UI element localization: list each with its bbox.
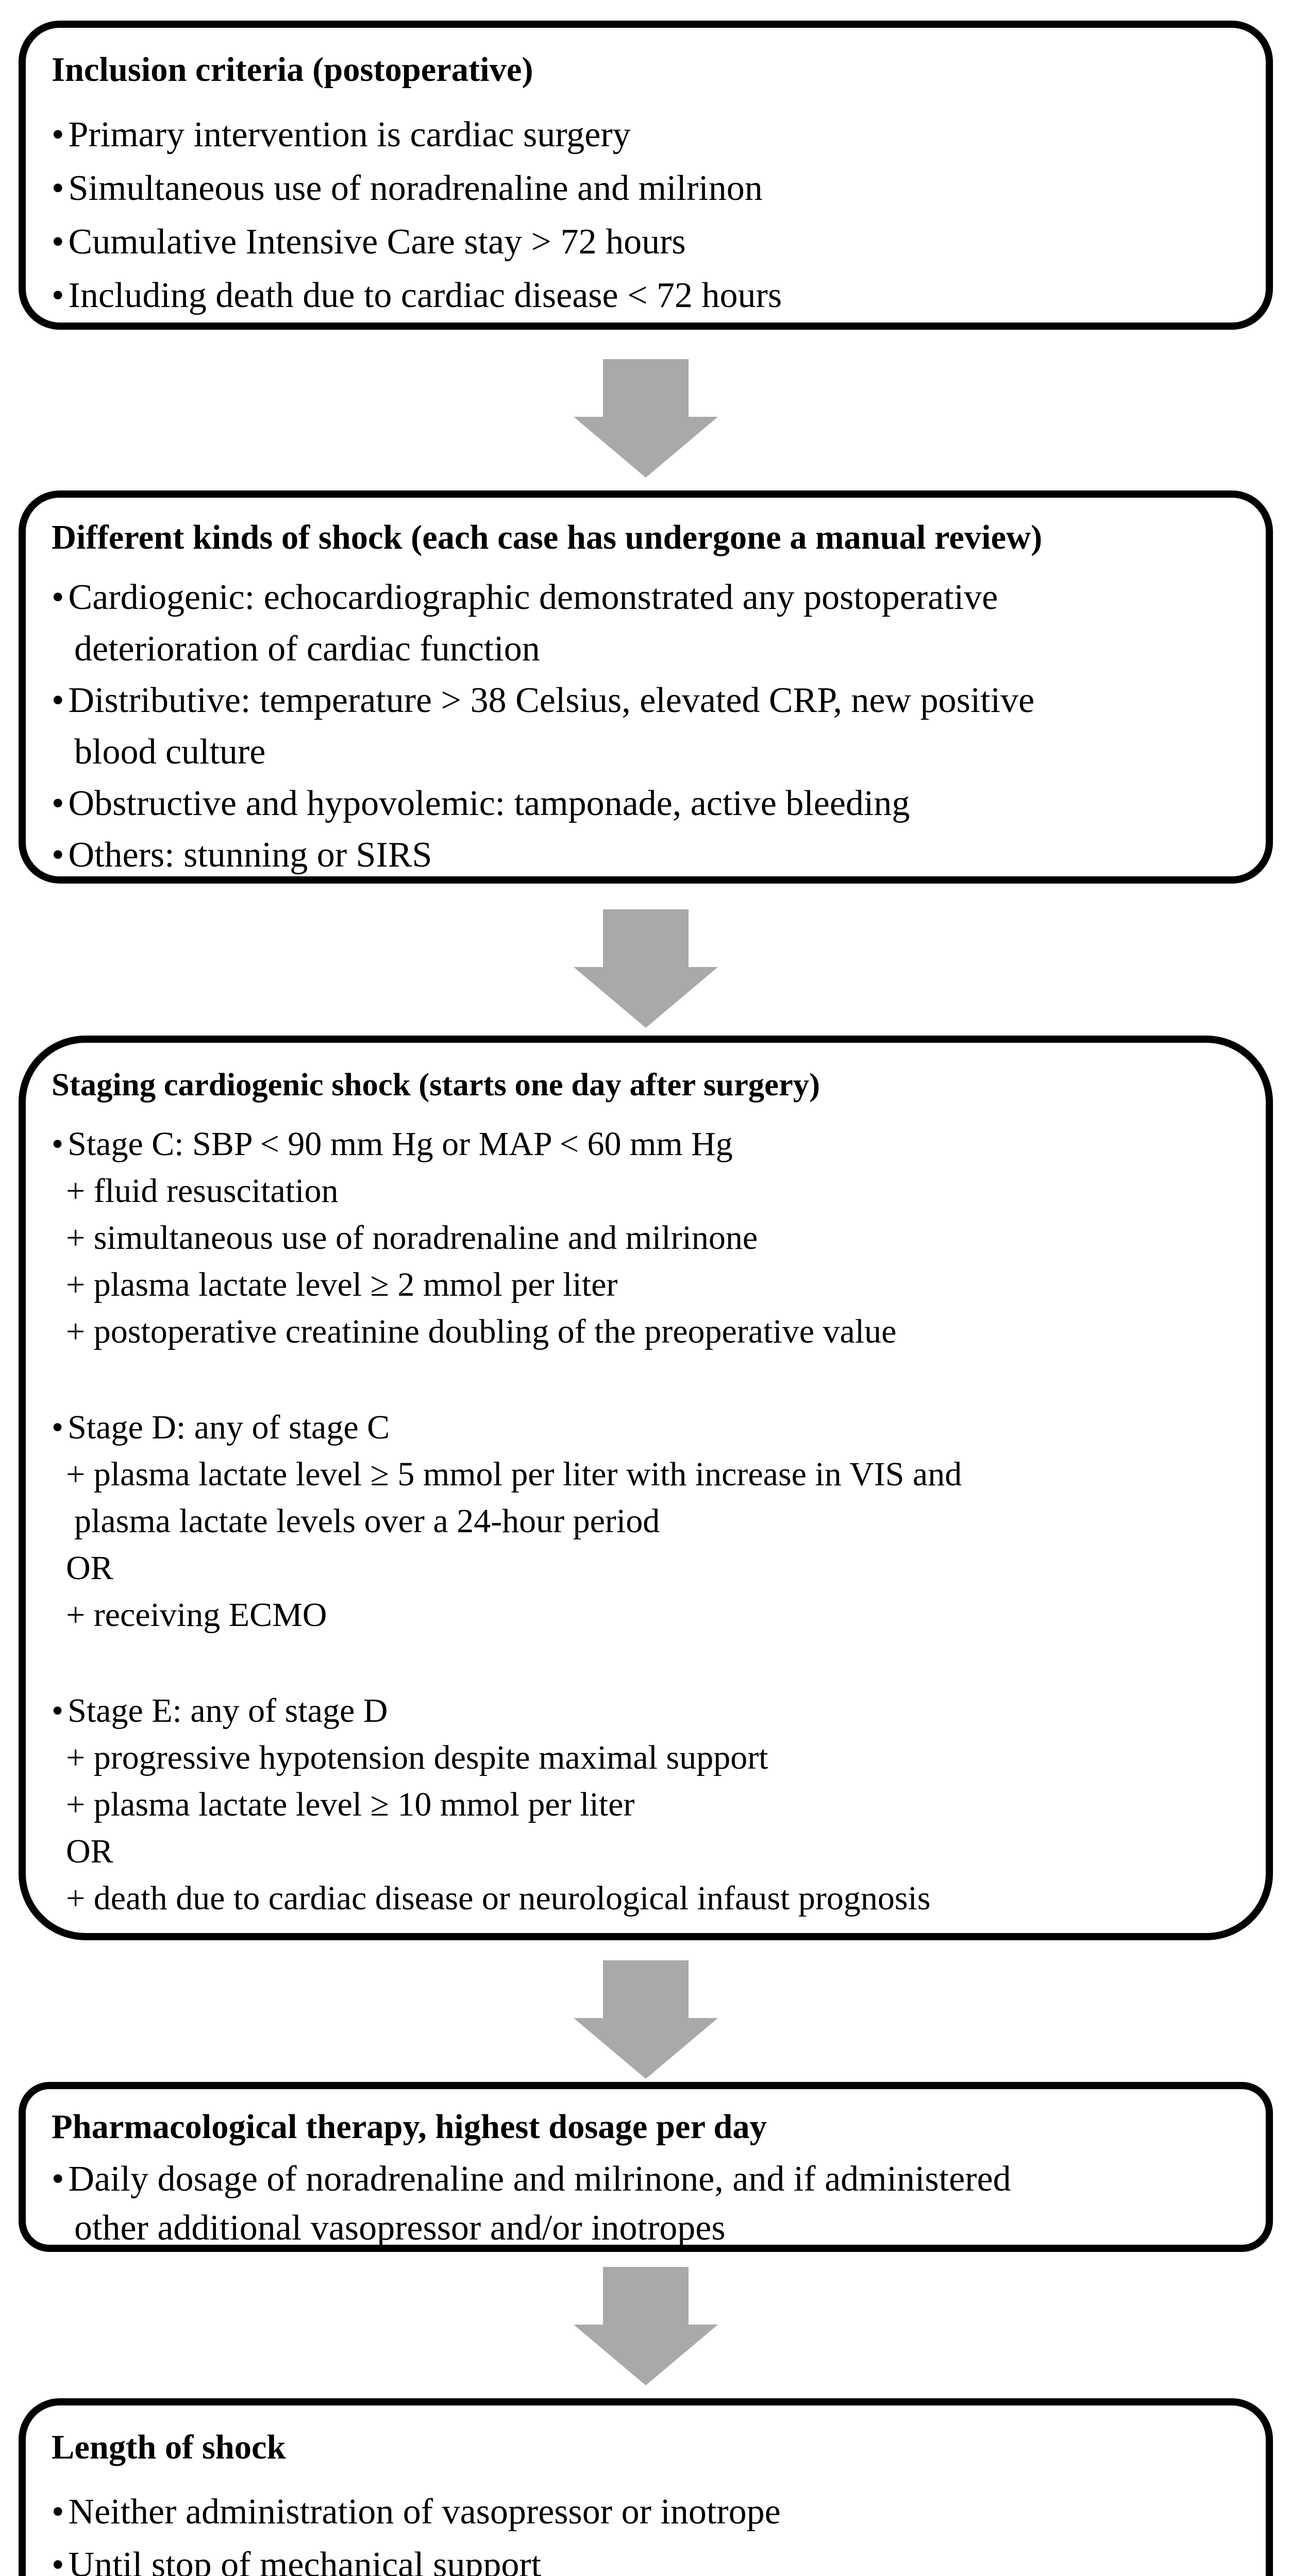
box-title: Pharmacological therapy, highest dosage … — [52, 2108, 767, 2146]
box-staging-cardiogenic-shock: Staging cardiogenic shock (starts one da… — [19, 1036, 1273, 1940]
down-arrow-stem — [603, 909, 689, 967]
list-item-bullet: Stage D: any of stage C — [52, 1404, 1240, 1451]
box-list: Neither administration of vasopressor or… — [52, 2485, 1240, 2576]
list-item-plus: + plasma lactate level ≥ 5 mmol per lite… — [66, 1455, 962, 1493]
list-item-plus: + receiving ECMO — [66, 1596, 327, 1634]
box-title: Different kinds of shock (each case has … — [52, 519, 1043, 556]
box-list: Stage C: SBP < 90 mm Hg or MAP < 60 mm H… — [52, 1121, 1240, 1922]
box-kinds-of-shock: Different kinds of shock (each case has … — [19, 490, 1273, 884]
list-item-bullet: Others: stunning or SIRS — [52, 829, 1240, 876]
down-arrow-stem — [603, 1960, 689, 2018]
list-item-plus: + fluid resuscitation — [66, 1172, 339, 1210]
box-pharmacological-therapy: Pharmacological therapy, highest dosage … — [19, 2082, 1273, 2252]
box-title: Staging cardiogenic shock (starts one da… — [52, 1066, 820, 1103]
box-title: Inclusion criteria (postoperative) — [52, 51, 533, 89]
list-item-bullet: Cumulative Intensive Care stay > 72 hour… — [52, 215, 1240, 269]
list-item-bullet: Primary intervention is cardiac surgery — [52, 108, 1240, 162]
list-item-bullet: Distributive: temperature > 38 Celsius, … — [52, 675, 1240, 726]
list-item-bullet: Until stop of mechanical support — [52, 2538, 1240, 2576]
list-item-bullet: Obstructive and hypovolemic: tamponade, … — [52, 778, 1240, 829]
box-length-of-shock: Length of shock Neither administration o… — [19, 2398, 1273, 2576]
list-item-cont: deterioration of cardiac function — [74, 629, 540, 669]
list-item-bullet: Cardiogenic: echocardiographic demonstra… — [52, 572, 1240, 623]
box-list: Cardiogenic: echocardiographic demonstra… — [52, 572, 1240, 876]
down-arrow-stem — [603, 2267, 689, 2325]
down-arrow-head — [574, 967, 718, 1028]
list-item-plus: + plasma lactate level ≥ 2 mmol per lite… — [66, 1266, 618, 1303]
list-item-cont: plasma lactate levels over a 24-hour per… — [74, 1502, 660, 1540]
box-inclusion-criteria: Inclusion criteria (postoperative) Prima… — [19, 21, 1273, 330]
list-item-bullet: Simultaneous use of noradrenaline and mi… — [52, 162, 1240, 215]
list-item-plus: + progressive hypotension despite maxima… — [66, 1739, 768, 1776]
box-title: Length of shock — [52, 2429, 286, 2466]
down-arrow-icon — [574, 2267, 718, 2385]
down-arrow-stem — [603, 359, 689, 417]
box-list: Primary intervention is cardiac surgeryS… — [52, 108, 1240, 323]
list-item-cont: other additional vasopressor and/or inot… — [74, 2208, 726, 2248]
list-item-plus: + postoperative creatinine doubling of t… — [66, 1313, 897, 1350]
list-item-bullet: Including death due to cardiac disease <… — [52, 269, 1240, 323]
down-arrow-icon — [574, 1960, 718, 2079]
list-item-plus: + simultaneous use of noradrenaline and … — [66, 1219, 758, 1257]
list-item-bullet: Stage C: SBP < 90 mm Hg or MAP < 60 mm H… — [52, 1121, 1240, 1167]
list-item-plus: OR — [66, 1833, 113, 1870]
down-arrow-head — [574, 417, 718, 478]
list-spacer — [52, 1355, 1240, 1404]
list-item-plus: + death due to cardiac disease or neurol… — [66, 1879, 931, 1917]
list-item-bullet: Neither administration of vasopressor or… — [52, 2485, 1240, 2538]
down-arrow-head — [574, 2325, 718, 2385]
down-arrow-icon — [574, 909, 718, 1028]
down-arrow-head — [574, 2018, 718, 2079]
down-arrow-icon — [574, 359, 718, 478]
list-item-cont: blood culture — [74, 732, 266, 772]
list-item-plus: + plasma lactate level ≥ 10 mmol per lit… — [66, 1786, 635, 1823]
list-item-plus: OR — [66, 1549, 113, 1587]
list-item-bullet: Daily dosage of noradrenaline and milrin… — [52, 2155, 1240, 2204]
list-spacer — [52, 1638, 1240, 1687]
box-list: Daily dosage of noradrenaline and milrin… — [52, 2155, 1240, 2248]
list-item-bullet: Stage E: any of stage D — [52, 1687, 1240, 1734]
